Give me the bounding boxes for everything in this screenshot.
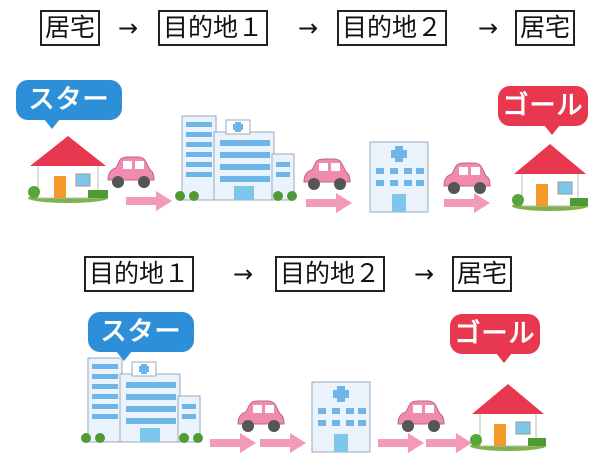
clinic-building-icon (311, 381, 371, 453)
path-arrow-icon (126, 191, 172, 211)
route2-step-home-end: 居宅 (452, 256, 513, 292)
route1-step-home-start: 居宅 (40, 10, 101, 46)
route1-step-destination-2: 目的地２ (337, 10, 448, 46)
car-icon (107, 156, 155, 188)
route1-arrow-3: → (478, 14, 499, 42)
path-arrow-icon (260, 433, 306, 453)
route2-goal-badge: ゴール (450, 314, 540, 363)
clinic-building-icon (369, 141, 429, 213)
path-arrow-icon (306, 193, 352, 213)
route2-step-destination-1: 目的地１ (84, 256, 195, 292)
path-arrow-icon (426, 433, 472, 453)
route1-arrow-1: → (118, 14, 139, 42)
house-icon (470, 384, 546, 451)
path-arrow-icon (210, 433, 256, 453)
car-icon (443, 162, 491, 194)
car-icon (303, 158, 351, 190)
route2-arrow-2: → (414, 260, 435, 288)
hospital-large-icon (175, 115, 297, 201)
route1-goal-badge: ゴール (498, 86, 588, 135)
route1-step-destination-1: 目的地１ (158, 10, 269, 46)
route1-arrow-2: → (298, 14, 319, 42)
house-icon (512, 144, 588, 211)
route2-arrow-1: → (233, 260, 254, 288)
route2-start-badge: スタート (88, 312, 194, 387)
car-icon (397, 400, 445, 432)
house-icon (28, 136, 108, 203)
path-arrow-icon (378, 433, 424, 453)
path-arrow-icon (444, 193, 490, 213)
car-icon (237, 400, 285, 432)
hospital-large-icon (81, 357, 203, 443)
route1-start-badge: スタート (16, 80, 122, 155)
route1-step-home-end: 居宅 (515, 10, 576, 46)
route2-step-destination-2: 目的地２ (275, 256, 386, 292)
